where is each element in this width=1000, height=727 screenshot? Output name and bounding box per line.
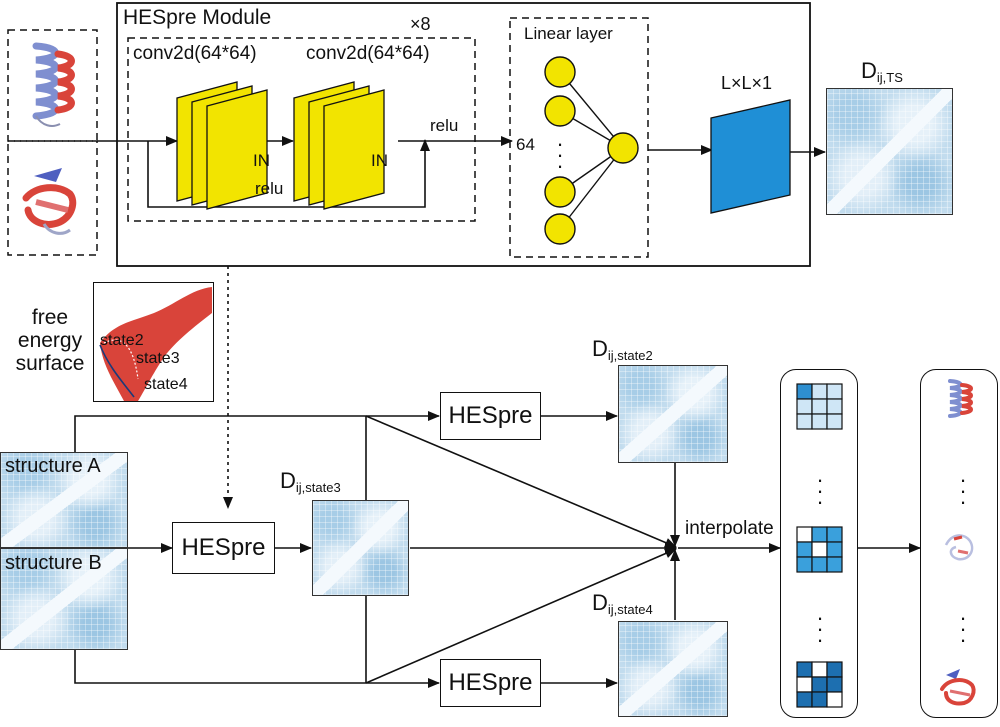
relu-outer-label: relu xyxy=(430,116,459,135)
hespre-bottom-box: HESpre xyxy=(440,659,541,707)
dij-ts-matrix xyxy=(826,88,953,215)
output-shape-label: L×L×1 xyxy=(721,73,773,93)
dij-state3-label: Dij,state3 xyxy=(280,468,341,495)
conv-label-1: conv2d(64*64) xyxy=(133,43,257,64)
neuron-ellipsis: ··· xyxy=(556,131,564,178)
helix-protein-icon xyxy=(32,42,75,127)
fes-plot: state2 state3 state4 xyxy=(93,282,214,402)
module-frame xyxy=(116,2,811,267)
protein-ellipsis-1: ··· xyxy=(959,467,967,514)
dij-state2-matrix xyxy=(618,365,728,463)
in-label-2: IN xyxy=(371,151,388,170)
input-dim-label: 64 xyxy=(516,135,535,154)
dij-state4-matrix xyxy=(618,621,728,717)
interpolate-label: interpolate xyxy=(685,518,774,539)
dij-state3-matrix xyxy=(312,500,409,596)
grid-ellipsis-1: ··· xyxy=(816,467,824,514)
input-protein-box-1 xyxy=(7,29,98,142)
grid-ellipsis-2: ··· xyxy=(816,605,824,652)
folded-protein-icon xyxy=(22,168,77,235)
structure-b-matrix xyxy=(0,548,128,650)
protein-sequence xyxy=(940,379,976,706)
dij-state4-label: Dij,state4 xyxy=(592,590,653,617)
hespre-middle-box: HESpre xyxy=(172,522,275,574)
fes-state4: state4 xyxy=(144,376,188,393)
structure-b-label: structure B xyxy=(5,552,102,574)
linear-layer-frame xyxy=(509,17,649,258)
fes-state2: state2 xyxy=(100,332,144,349)
in-label-1: IN xyxy=(253,151,270,170)
protein-sequence-pill xyxy=(920,369,998,718)
structure-a-matrix xyxy=(0,452,128,548)
dij-ts-label: Dij,TS xyxy=(861,58,903,85)
protein-ellipsis-2: ··· xyxy=(959,605,967,652)
repeat-label: ×8 xyxy=(410,14,431,34)
dij-state2-label: Dij,state2 xyxy=(592,336,653,363)
hespre-top-box: HESpre xyxy=(440,392,541,440)
input-protein-box-2 xyxy=(7,140,98,256)
grid-sequence xyxy=(796,383,843,708)
conv-block-frame xyxy=(127,37,476,222)
conv-label-2: conv2d(64*64) xyxy=(306,43,430,64)
structure-a-label: structure A xyxy=(5,455,101,477)
relu-inner-label: relu xyxy=(255,179,284,198)
fes-state3: state3 xyxy=(136,350,180,367)
module-title: HESpre Module xyxy=(123,6,272,29)
linear-layer-label: Linear layer xyxy=(524,24,613,43)
